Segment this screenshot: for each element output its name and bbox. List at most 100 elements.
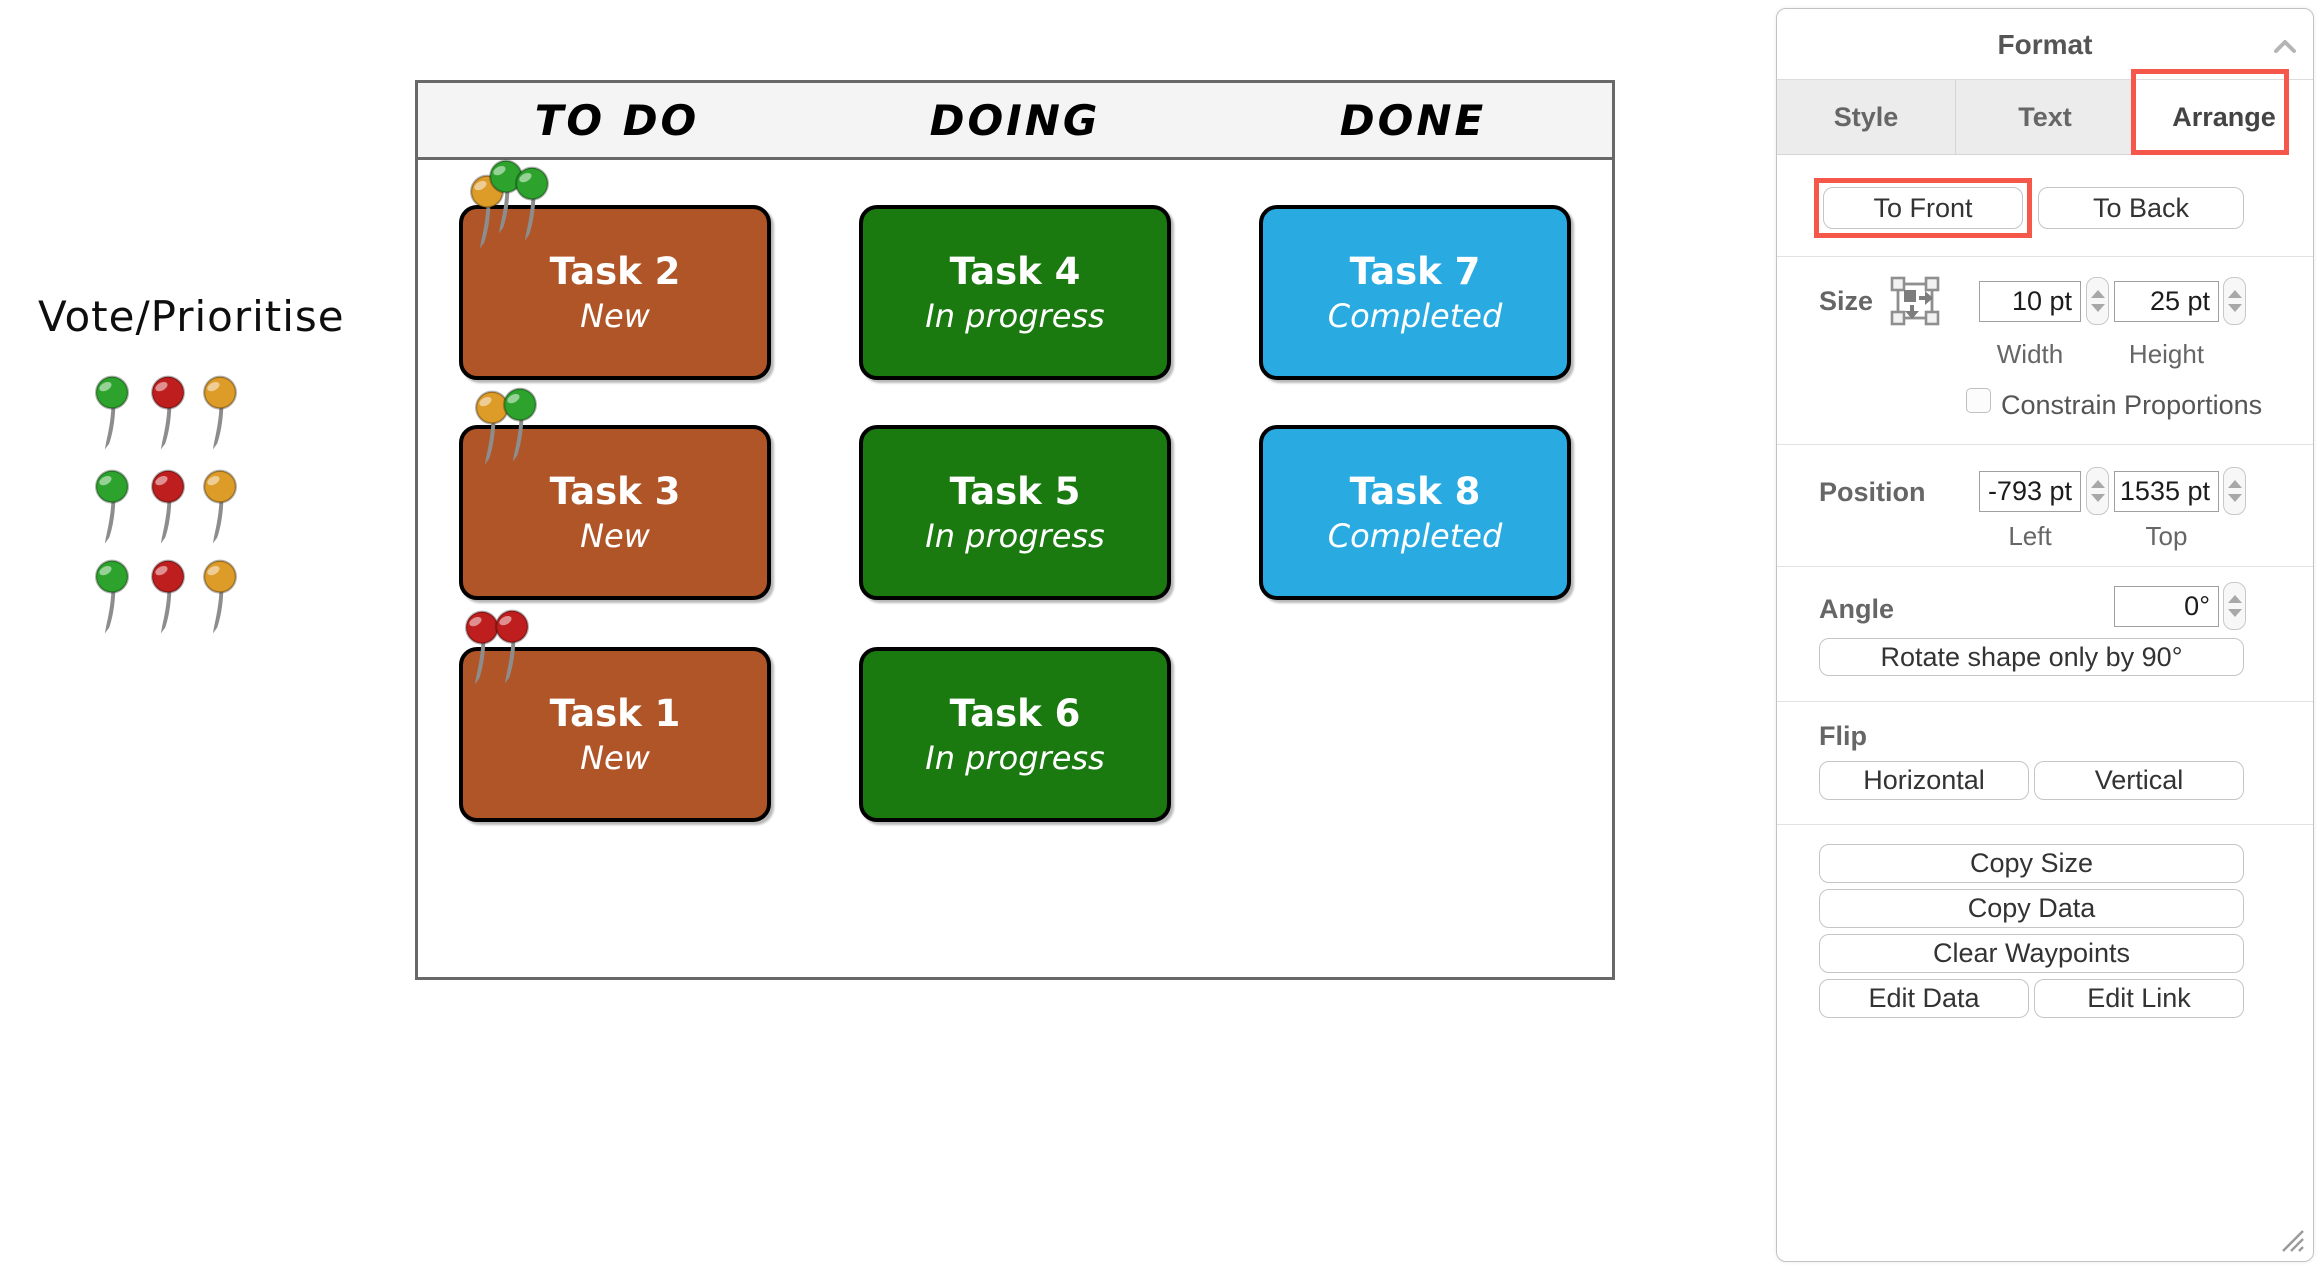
task-card-task4[interactable]: Task 4 In progress: [859, 205, 1171, 380]
flip-label: Flip: [1819, 721, 1867, 751]
stepper-down-icon[interactable]: [2227, 494, 2242, 502]
height-stepper[interactable]: [2223, 277, 2246, 325]
pin-gloss: [155, 475, 168, 486]
edit-link-button[interactable]: Edit Link: [2034, 979, 2244, 1018]
pin-gloss: [493, 165, 506, 176]
stepper-up-icon[interactable]: [2090, 480, 2105, 488]
push-pin-icon-red[interactable]: [490, 608, 534, 689]
column-header-todo: TO DO: [534, 95, 700, 145]
push-pin-icon-green[interactable]: [90, 558, 134, 639]
clear-waypoints-button[interactable]: Clear Waypoints: [1819, 934, 2244, 973]
stepper-down-icon[interactable]: [2090, 304, 2105, 312]
pin-head: [203, 375, 237, 410]
flip-horizontal-button[interactable]: Horizontal: [1819, 761, 2029, 800]
tab-arrange[interactable]: Arrange: [2135, 80, 2313, 155]
width-stepper[interactable]: [2086, 277, 2109, 325]
copy-data-button[interactable]: Copy Data: [1819, 889, 2244, 928]
pin-needle: [474, 641, 486, 685]
push-pin-icon-red[interactable]: [146, 468, 190, 549]
vote-prioritise-label[interactable]: Vote/Prioritise: [38, 292, 345, 341]
task-card-task8[interactable]: Task 8 Completed: [1259, 425, 1571, 600]
to-front-button[interactable]: To Front: [1823, 187, 2023, 229]
task-card-task3[interactable]: Task 3 New: [459, 425, 771, 600]
pin-head: [203, 559, 237, 594]
column-header-doing: DOING: [929, 95, 1101, 145]
tab-style[interactable]: Style: [1777, 80, 1956, 155]
pin-needle: [104, 590, 116, 634]
pin-gloss: [99, 381, 112, 392]
panel-resize-handle[interactable]: [2277, 1225, 2305, 1253]
size-label: Size: [1819, 286, 1874, 316]
push-pin-icon-green[interactable]: [90, 468, 134, 549]
push-pin-icon-orange[interactable]: [198, 468, 242, 549]
stepper-down-icon[interactable]: [2227, 304, 2242, 312]
push-pin-icon-red[interactable]: [146, 558, 190, 639]
rotate-90-button[interactable]: Rotate shape only by 90°: [1819, 638, 2244, 676]
push-pin-icon-orange[interactable]: [198, 374, 242, 455]
constrain-proportions-label: Constrain Proportions: [2001, 390, 2263, 420]
push-pin-icon-orange[interactable]: [198, 558, 242, 639]
edit-data-button[interactable]: Edit Data: [1819, 979, 2029, 1018]
pin-gloss: [479, 396, 492, 407]
stepper-down-icon[interactable]: [2090, 494, 2105, 502]
format-panel: Format Style Text Arrange To Front To Ba…: [1776, 8, 2314, 1262]
pin-gloss: [155, 565, 168, 576]
pin-needle: [160, 590, 172, 634]
constrain-proportions-checkbox[interactable]: [1966, 388, 1991, 413]
position-top-stepper[interactable]: [2223, 467, 2246, 515]
push-pin-icon-red[interactable]: [460, 609, 504, 690]
section-divider: [1777, 444, 2313, 445]
push-pin-icon-green[interactable]: [90, 374, 134, 455]
pin-head: [151, 469, 185, 504]
task-card-task1[interactable]: Task 1 New: [459, 647, 771, 822]
pin-head: [503, 387, 537, 422]
pin-head: [95, 375, 129, 410]
push-pin-icon-green[interactable]: [510, 165, 554, 246]
pin-head: [515, 166, 549, 201]
task-title: Task 2: [549, 250, 681, 293]
pin-gloss: [207, 475, 220, 486]
stepper-up-icon[interactable]: [2090, 290, 2105, 298]
section-divider: [1777, 701, 2313, 702]
pin-gloss: [469, 616, 482, 627]
task-card-task2[interactable]: Task 2 New: [459, 205, 771, 380]
push-pin-icon-red[interactable]: [146, 374, 190, 455]
position-top-sublabel: Top: [2145, 521, 2188, 551]
flip-vertical-button[interactable]: Vertical: [2034, 761, 2244, 800]
angle-input[interactable]: [2114, 586, 2219, 627]
push-pin-icon-green[interactable]: [484, 158, 528, 239]
pin-needle: [524, 197, 536, 241]
stepper-up-icon[interactable]: [2227, 290, 2242, 298]
position-top-input[interactable]: [2114, 471, 2219, 512]
pin-needle: [104, 500, 116, 544]
tab-text[interactable]: Text: [1956, 80, 2135, 155]
angle-stepper[interactable]: [2223, 582, 2246, 630]
task-title: Task 5: [949, 470, 1081, 513]
copy-size-button[interactable]: Copy Size: [1819, 844, 2244, 883]
task-card-task5[interactable]: Task 5 In progress: [859, 425, 1171, 600]
task-title: Task 3: [549, 470, 681, 513]
pin-head: [151, 375, 185, 410]
pin-needle: [512, 418, 524, 462]
stepper-up-icon[interactable]: [2227, 480, 2242, 488]
task-card-task6[interactable]: Task 6 In progress: [859, 647, 1171, 822]
task-status: In progress: [925, 517, 1105, 555]
position-left-stepper[interactable]: [2086, 467, 2109, 515]
pin-gloss: [519, 172, 532, 183]
stepper-up-icon[interactable]: [2227, 595, 2242, 603]
width-input[interactable]: [1979, 281, 2081, 322]
position-left-input[interactable]: [1979, 471, 2081, 512]
task-card-task7[interactable]: Task 7 Completed: [1259, 205, 1571, 380]
push-pin-icon-green[interactable]: [498, 386, 542, 467]
height-input[interactable]: [2114, 281, 2219, 322]
autosize-icon[interactable]: [1889, 275, 1941, 327]
push-pin-icon-orange[interactable]: [470, 389, 514, 470]
column-header-done: DONE: [1339, 95, 1487, 145]
to-back-button[interactable]: To Back: [2038, 187, 2244, 229]
stepper-down-icon[interactable]: [2227, 609, 2242, 617]
pin-needle: [498, 190, 510, 234]
pin-needle: [160, 406, 172, 450]
task-status: In progress: [925, 739, 1105, 777]
chevron-up-icon[interactable]: [2271, 35, 2299, 59]
task-status: New: [580, 739, 650, 777]
